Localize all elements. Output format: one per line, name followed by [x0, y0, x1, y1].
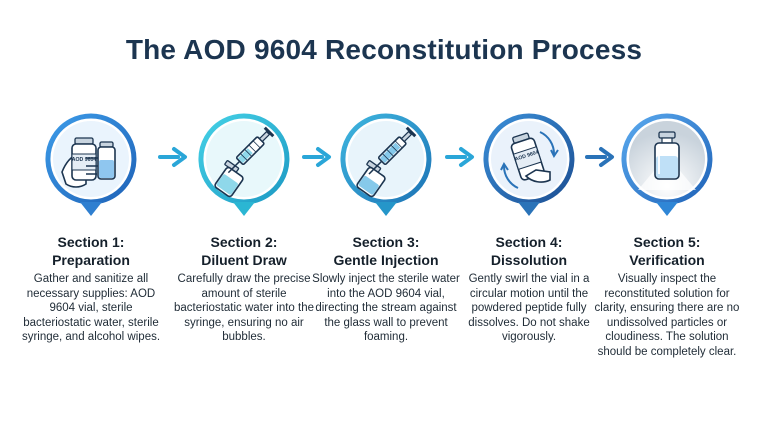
page-title: The AOD 9604 Reconstitution Process	[125, 34, 643, 65]
step-description: Visually inspect the reconstituted solut…	[594, 273, 740, 358]
step-5: Section 5: Verification Visually inspect…	[591, 0, 743, 428]
arrow-right-icon	[158, 147, 187, 167]
clear-vial-icon	[621, 113, 713, 216]
step-description: Carefully draw the precise amount of ste…	[174, 273, 314, 343]
vial-label: AOD 9604	[72, 157, 97, 163]
step-heading: Section 4: Dissolution	[490, 234, 568, 268]
syringe-injecting-icon	[340, 113, 432, 216]
step-heading: Section 1: Preparation	[52, 234, 130, 268]
step-heading: Section 2: Diluent Draw	[201, 234, 287, 268]
step-description: Gently swirl the vial in a circular moti…	[468, 273, 590, 343]
swirling-vial-icon: AOD 9604	[483, 113, 575, 216]
step-description: Gather and sanitize all necessary suppli…	[21, 273, 161, 343]
step-3: Section 3: Gentle Injection Slowly injec…	[310, 0, 462, 428]
syringe-drawing-icon	[198, 113, 290, 216]
step-2: Section 2: Diluent Draw Carefully draw t…	[168, 0, 320, 428]
arrow-right-icon	[445, 147, 474, 167]
step-heading: Section 5: Verification	[629, 234, 705, 268]
step-1: AOD 9604 Section 1: Preparation Gather a…	[15, 0, 167, 428]
arrow-right-icon	[302, 147, 331, 167]
step-description: Slowly inject the sterile water into the…	[312, 273, 460, 343]
arrow-right-icon	[585, 147, 614, 167]
vials-in-hand-icon: AOD 9604	[45, 113, 137, 216]
step-4: AOD 9604 Section 4: Dissolution Gently s…	[453, 0, 605, 428]
step-heading: Section 3: Gentle Injection	[333, 234, 439, 268]
